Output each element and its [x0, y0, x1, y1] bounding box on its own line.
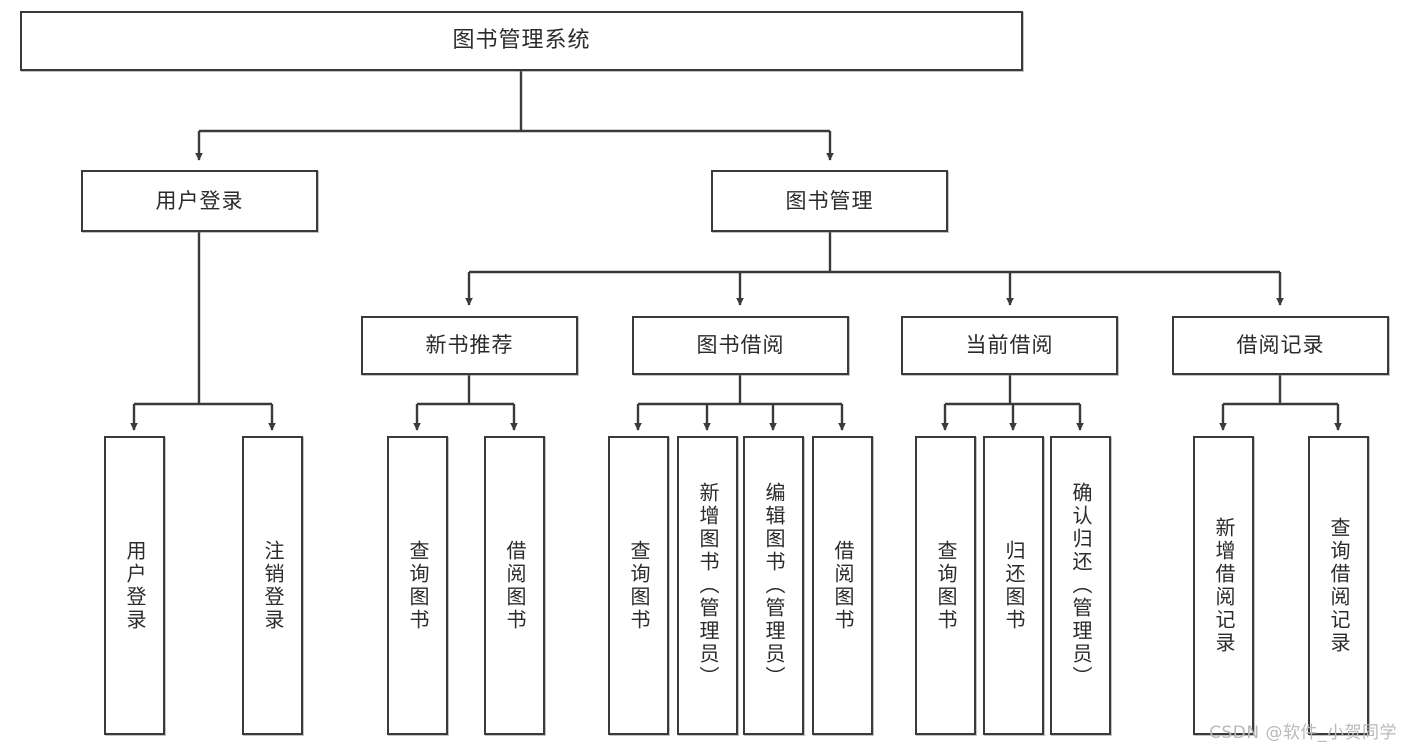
node-leaf-logout[interactable]: 注销登录: [242, 436, 303, 735]
node-label: 借阅图书: [503, 539, 527, 632]
node-label: 借阅记录: [1236, 333, 1325, 358]
node-book-borrow[interactable]: 图书借阅: [632, 316, 849, 375]
node-borrow-record[interactable]: 借阅记录: [1172, 316, 1389, 375]
node-label: 新增借阅记录: [1212, 516, 1236, 655]
node-label: 查询借阅记录: [1327, 516, 1351, 655]
node-label: 归还图书: [1002, 539, 1026, 632]
node-leaf-query-book-1[interactable]: 查询图书: [387, 436, 448, 735]
node-label: 查询图书: [627, 539, 651, 632]
node-label: 查询图书: [934, 539, 958, 632]
node-label: 图书管理系统: [452, 28, 591, 54]
node-leaf-add-book[interactable]: 新增图书（管理员）: [677, 436, 738, 735]
node-new-book-recommend[interactable]: 新书推荐: [361, 316, 578, 375]
node-label: 注销登录: [261, 539, 285, 632]
node-current-borrow[interactable]: 当前借阅: [901, 316, 1118, 375]
node-leaf-add-record[interactable]: 新增借阅记录: [1193, 436, 1254, 735]
node-label: 确认归还（管理员）: [1069, 482, 1093, 689]
node-label: 图书借阅: [696, 333, 785, 358]
node-label: 用户登录: [123, 539, 147, 632]
node-label: 新增图书（管理员）: [696, 482, 720, 689]
node-leaf-confirm-return[interactable]: 确认归还（管理员）: [1050, 436, 1111, 735]
node-label: 当前借阅: [965, 333, 1054, 358]
node-book-manage[interactable]: 图书管理: [711, 170, 948, 232]
node-label: 编辑图书（管理员）: [762, 482, 786, 689]
node-root-system[interactable]: 图书管理系统: [20, 11, 1023, 71]
node-label: 借阅图书: [831, 539, 855, 632]
node-leaf-user-login[interactable]: 用户登录: [104, 436, 165, 735]
node-leaf-query-record[interactable]: 查询借阅记录: [1308, 436, 1369, 735]
node-label: 查询图书: [406, 539, 430, 632]
node-leaf-query-book-2[interactable]: 查询图书: [608, 436, 669, 735]
node-leaf-return-book[interactable]: 归还图书: [983, 436, 1044, 735]
node-leaf-edit-book[interactable]: 编辑图书（管理员）: [743, 436, 804, 735]
node-leaf-borrow-book-1[interactable]: 借阅图书: [484, 436, 545, 735]
node-user-login[interactable]: 用户登录: [81, 170, 318, 232]
csdn-watermark: CSDN @软件_小贺同学: [1209, 723, 1397, 743]
node-leaf-borrow-book-2[interactable]: 借阅图书: [812, 436, 873, 735]
node-leaf-query-book-3[interactable]: 查询图书: [915, 436, 976, 735]
node-label: 新书推荐: [425, 333, 514, 358]
node-label: 用户登录: [155, 188, 244, 213]
node-label: 图书管理: [785, 188, 874, 213]
